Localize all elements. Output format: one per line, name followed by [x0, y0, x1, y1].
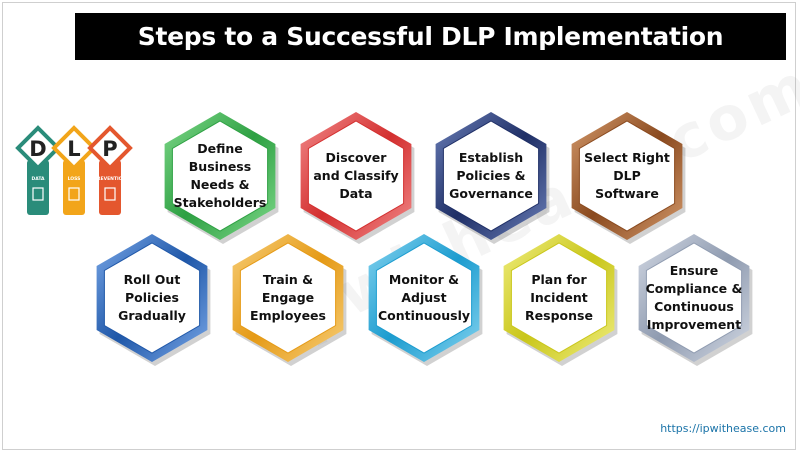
- step-label: Discover and Classify Data: [306, 136, 406, 216]
- image-frame: [2, 2, 796, 450]
- hexagon-inner: [103, 242, 201, 354]
- step-label-text: Train & Engage Employees: [250, 272, 326, 323]
- logo-glyph-icon: [68, 187, 80, 201]
- hexagon-inner: [375, 242, 473, 354]
- step-label-text: Establish Policies & Governance: [449, 150, 533, 201]
- step-label: Train & Engage Employees: [238, 258, 338, 338]
- logo-caption: DATA: [31, 176, 45, 182]
- step-hexagon: [435, 112, 550, 244]
- logo-letter-block: L LOSS: [51, 125, 97, 215]
- logo-letter: D: [29, 137, 46, 161]
- logo-diamond: [15, 125, 61, 171]
- step-label: Select Right DLP Software: [577, 136, 677, 216]
- hexagon-inner: [239, 242, 337, 354]
- logo-diamond: [87, 125, 133, 171]
- step-label-text: Ensure Compliance & Continuous Improveme…: [645, 263, 743, 332]
- logo-letter: P: [102, 137, 117, 161]
- hexagon-inner: [645, 242, 743, 354]
- step-hexagon: [503, 234, 618, 366]
- step-hexagon: [571, 112, 686, 244]
- step-label-text: Roll Out Policies Gradually: [118, 272, 186, 323]
- hexagon-inner: [307, 120, 405, 232]
- source-url[interactable]: https://ipwithease.com: [660, 422, 786, 435]
- step-label: Monitor & Adjust Continuously: [374, 258, 474, 338]
- step-label-text: Select Right DLP Software: [584, 150, 670, 201]
- step-label: Define Business Needs & Stakeholders: [170, 136, 270, 216]
- step-label-text: Discover and Classify Data: [313, 150, 399, 201]
- hexagon-inner: [171, 120, 269, 232]
- step-label: Roll Out Policies Gradually: [102, 258, 202, 338]
- logo-glyph-icon: [104, 187, 116, 201]
- logo-caption: LOSS: [68, 176, 81, 182]
- step-hexagon: [96, 234, 211, 366]
- logo-diamond: [51, 125, 97, 171]
- step-hexagon: [164, 112, 279, 244]
- step-hexagon: [300, 112, 415, 244]
- hexagon-inner: [442, 120, 540, 232]
- step-hexagon: [368, 234, 483, 366]
- logo-letter-block: P PREVENTION: [87, 125, 133, 215]
- step-hexagon: [638, 234, 753, 366]
- step-label-text: Monitor & Adjust Continuously: [377, 272, 471, 323]
- logo-glyph-icon: [32, 187, 44, 201]
- dlp-logo: D DATA L LOSS P PREVENTION: [15, 125, 133, 215]
- hexagon-inner: [578, 120, 676, 232]
- step-label: Establish Policies & Governance: [441, 136, 541, 216]
- logo-letter-block: D DATA: [15, 125, 61, 215]
- logo-caption: PREVENTION: [94, 176, 127, 182]
- logo-letter: L: [67, 137, 80, 161]
- step-label-text: Define Business Needs & Stakeholders: [173, 141, 267, 210]
- step-label: Plan for Incident Response: [509, 258, 609, 338]
- step-hexagon: [232, 234, 347, 366]
- step-label: Ensure Compliance & Continuous Improveme…: [644, 258, 744, 338]
- step-label-text: Plan for Incident Response: [525, 272, 593, 323]
- page-title: Steps to a Successful DLP Implementation: [75, 13, 786, 60]
- hexagon-inner: [510, 242, 608, 354]
